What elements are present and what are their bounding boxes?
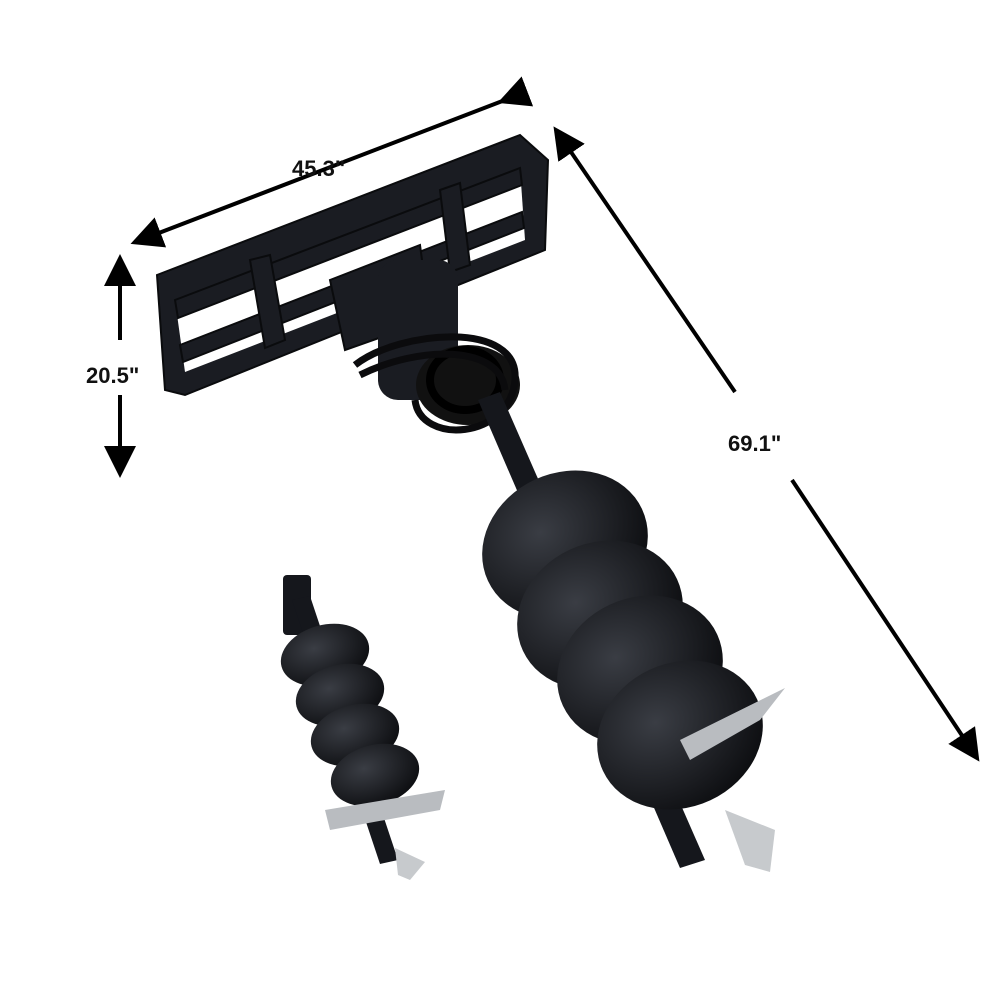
- length-label: 69.1": [728, 431, 782, 456]
- width-dimension-arrow: [130, 76, 534, 248]
- length-dimension-arrow: [553, 126, 980, 762]
- large-auger-bit: [478, 392, 785, 872]
- height-label: 20.5": [86, 363, 140, 388]
- small-auger-bit: [280, 575, 445, 880]
- width-label: 45.3": [292, 156, 346, 181]
- hydraulic-hoses: [352, 333, 519, 434]
